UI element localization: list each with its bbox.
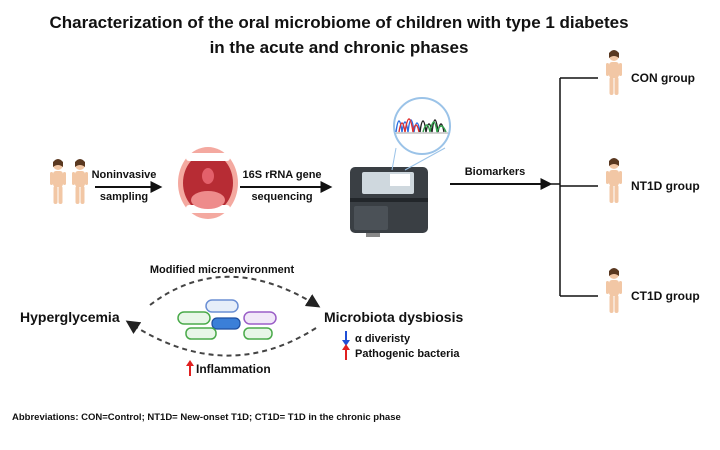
down-arrow-icon (342, 331, 350, 346)
step3-label: Biomarkers (465, 166, 526, 178)
step2-label-line-1: 16S rRNA gene (242, 169, 321, 181)
group-label-con: CON group (631, 71, 695, 85)
step1-label-line-2: sampling (100, 191, 148, 203)
alpha-diversity-label: α diveristy (355, 333, 411, 345)
open-mouth-icon (178, 147, 238, 219)
cycle-top-label: Modified microenvironment (150, 264, 295, 276)
up-arrow-icon (186, 360, 194, 376)
title-line-1: Characterization of the oral microbiome … (49, 13, 628, 32)
group-label-ct1d: CT1D group (631, 289, 700, 303)
inflammation-label: Inflammation (196, 362, 271, 376)
sequencer-machine-icon (350, 167, 428, 237)
cycle-arc-bottom (125, 320, 317, 357)
cycle-left-label: Hyperglycemia (20, 309, 120, 325)
zoom-line-2 (404, 147, 446, 171)
bacteria-cluster-icon (177, 299, 277, 340)
child-figure-icon (606, 50, 622, 95)
zoom-line-1 (391, 147, 397, 171)
up-arrow-icon (342, 344, 350, 360)
child-figure-icon (606, 268, 622, 313)
cycle-right-label: Microbiota dysbiosis (324, 309, 463, 325)
group-label-nt1d: NT1D group (631, 179, 700, 193)
cycle-arc-top (149, 275, 321, 308)
chromatogram-icon (393, 97, 451, 155)
abbreviations-note: Abbreviations: CON=Control; NT1D= New-on… (12, 412, 401, 423)
pathogenic-bacteria-label: Pathogenic bacteria (355, 348, 460, 360)
children-figures-icon (50, 159, 88, 204)
child-figure-icon (606, 158, 622, 203)
step1-label-line-1: Noninvasive (92, 169, 157, 181)
step2-label-line-2: sequencing (251, 191, 312, 203)
title-line-2: in the acute and chronic phases (210, 38, 469, 57)
